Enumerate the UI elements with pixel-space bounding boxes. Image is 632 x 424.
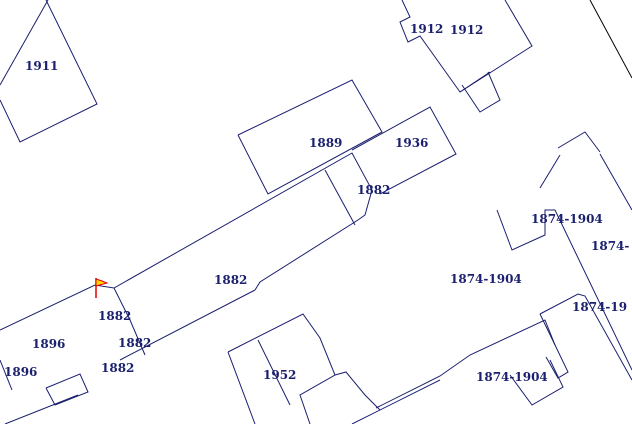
parcel bbox=[509, 359, 564, 406]
parcel-label: 1896 bbox=[4, 365, 38, 379]
parcel bbox=[227, 351, 256, 424]
parcel-label: 1912 bbox=[410, 22, 444, 36]
railway-line bbox=[589, 0, 632, 79]
parcel bbox=[237, 79, 383, 195]
parcel bbox=[496, 209, 632, 371]
parcel-label: 1911 bbox=[25, 59, 59, 73]
parcel bbox=[113, 287, 146, 356]
parcel bbox=[351, 106, 457, 195]
parcel bbox=[227, 313, 336, 424]
parcel-label: 1936 bbox=[395, 136, 429, 150]
flag-marker-icon bbox=[95, 278, 109, 298]
parcel-label: 1874- bbox=[591, 239, 630, 253]
parcel-label: 1882 bbox=[98, 309, 132, 323]
parcel-label: 1874-1904 bbox=[476, 370, 548, 384]
parcel-label: 1952 bbox=[263, 368, 297, 382]
parcel-label: 1874-1904 bbox=[531, 212, 603, 226]
parcel bbox=[539, 293, 632, 381]
parcel bbox=[599, 153, 632, 211]
parcel bbox=[375, 319, 569, 409]
parcel bbox=[334, 371, 381, 411]
parcel bbox=[399, 0, 533, 93]
parcel-label: 1912 bbox=[450, 23, 484, 37]
parcel bbox=[461, 71, 501, 113]
parcel bbox=[0, 152, 373, 361]
parcel bbox=[0, 0, 98, 143]
parcel-label: 1882 bbox=[357, 183, 391, 197]
parcel bbox=[45, 373, 89, 406]
parcel bbox=[557, 131, 601, 153]
parcel-label: 1882 bbox=[214, 273, 248, 287]
parcel bbox=[257, 339, 291, 406]
parcel bbox=[351, 379, 441, 424]
parcel-label: 1896 bbox=[32, 337, 66, 351]
parcel-label: 1882 bbox=[118, 336, 152, 350]
parcel-label: 1874-1904 bbox=[450, 272, 522, 286]
parcel bbox=[539, 154, 561, 189]
parcel bbox=[0, 0, 49, 86]
parcel bbox=[0, 359, 13, 391]
parcel bbox=[4, 394, 79, 424]
parcel-label: 1889 bbox=[309, 136, 343, 150]
parcel bbox=[324, 169, 356, 226]
parcel-label: 1874-19 bbox=[572, 300, 628, 314]
parcel-label: 1882 bbox=[101, 361, 135, 375]
